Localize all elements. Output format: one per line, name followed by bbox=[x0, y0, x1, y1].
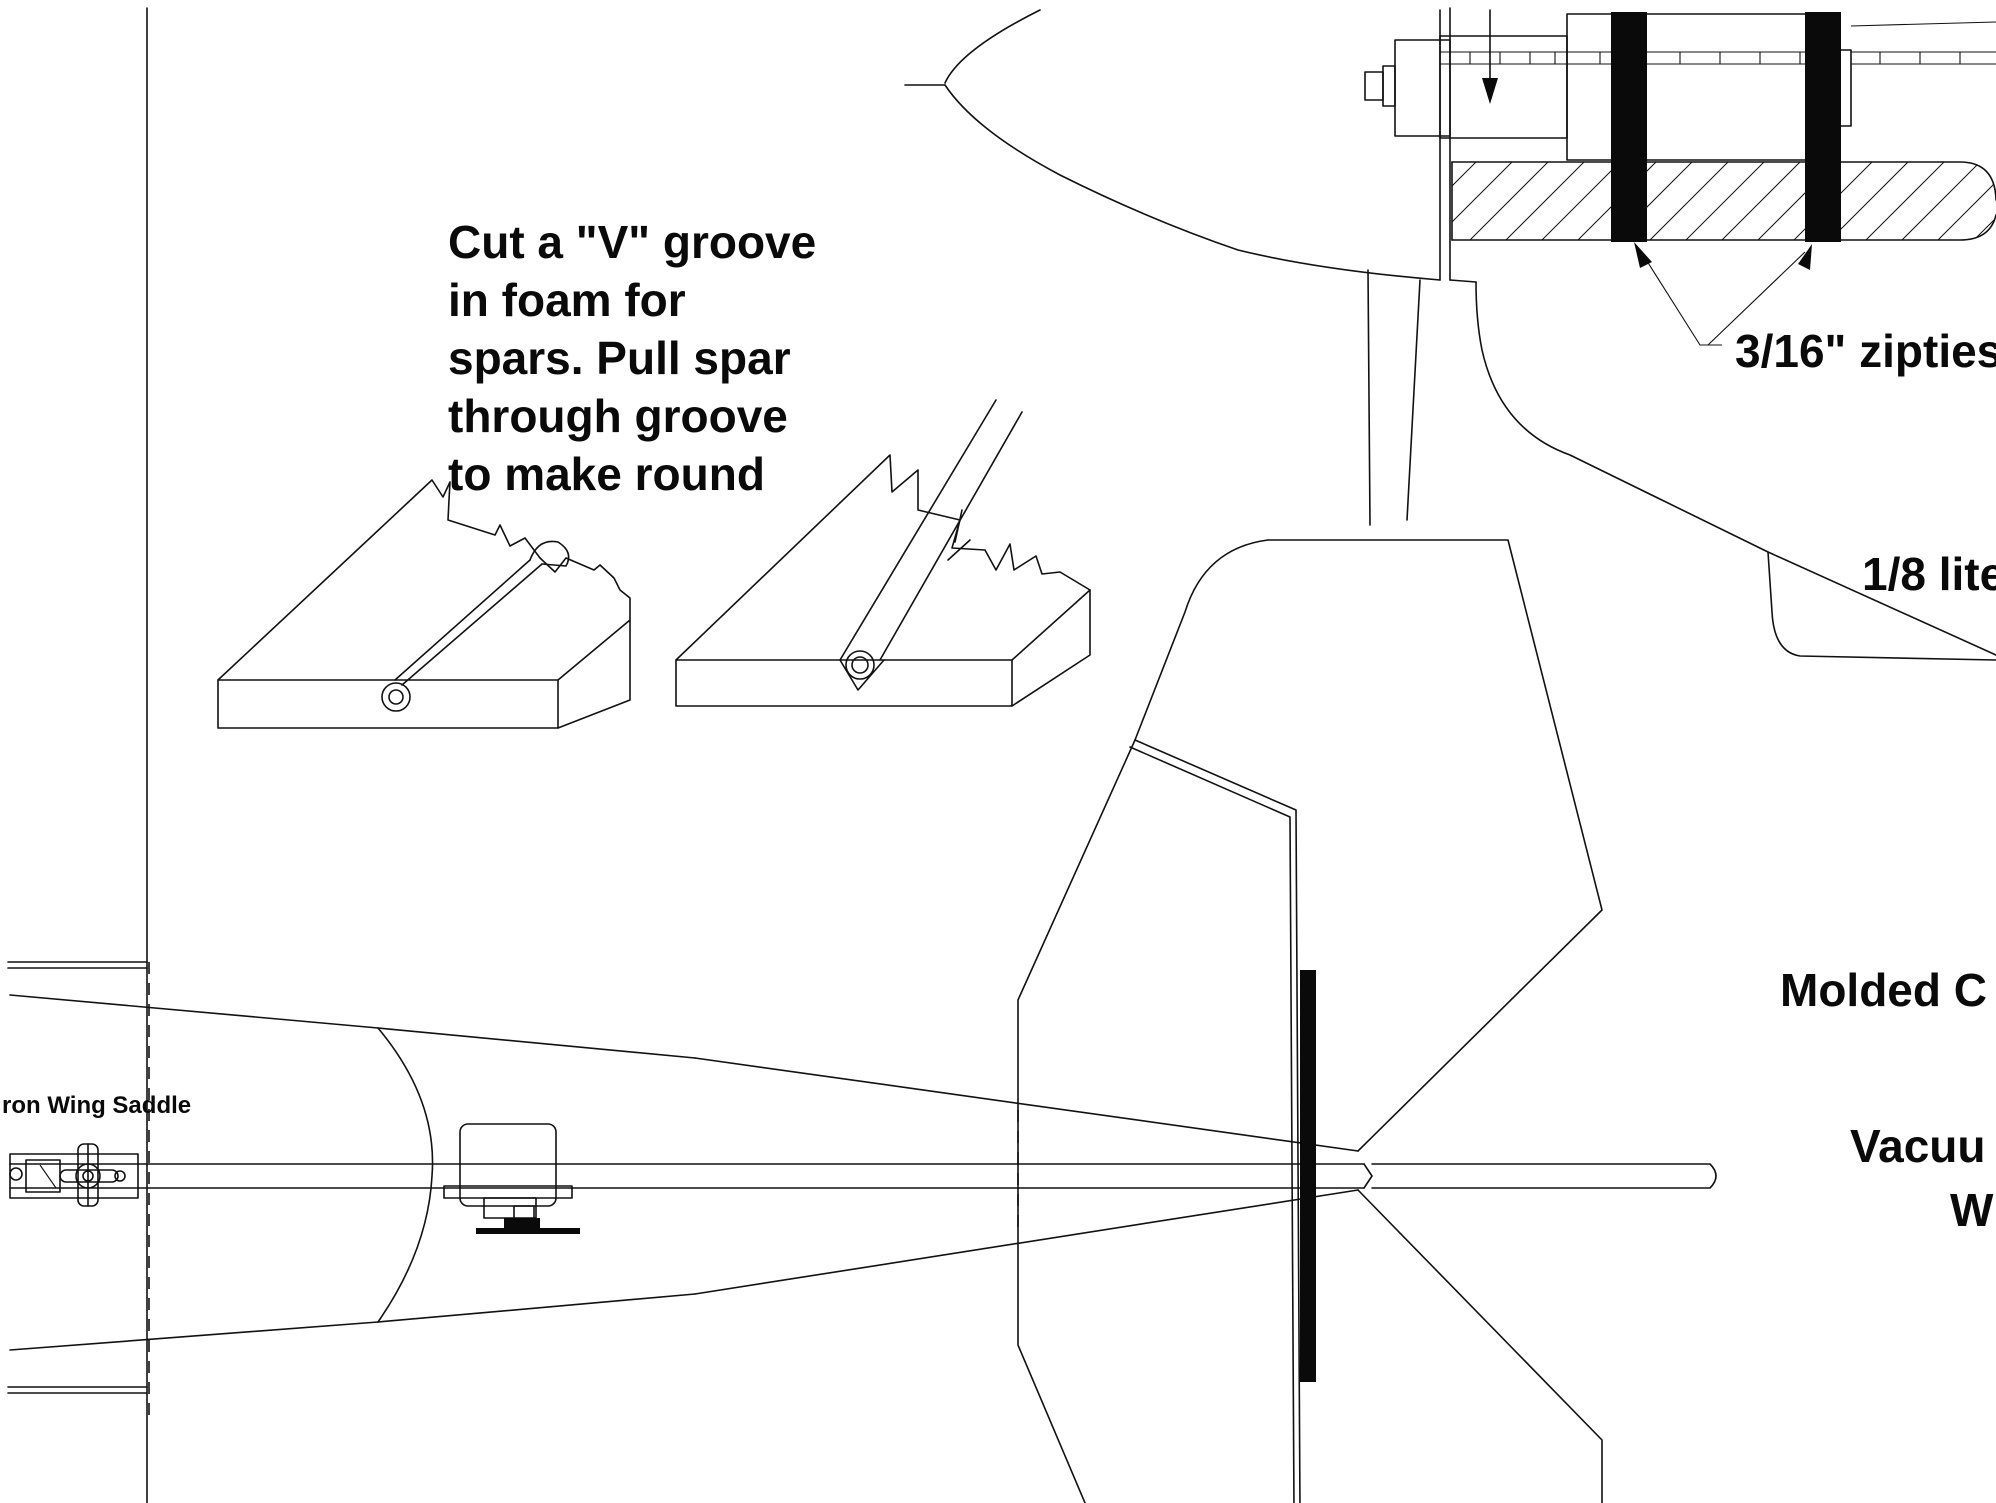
servo bbox=[443, 1123, 580, 1234]
molded-label: Molded C bbox=[1780, 964, 1987, 1016]
ziptie-leader-arrows bbox=[1634, 242, 1812, 346]
groove-instruction-note: Cut a "V" groove in foam for spars. Pull… bbox=[448, 216, 816, 500]
fuselage-nose bbox=[904, 9, 1441, 281]
vacuum-label-line-2: W bbox=[1950, 1184, 1994, 1236]
foam-groove-diagram-2 bbox=[675, 399, 1091, 707]
aileron-servo bbox=[9, 1143, 139, 1207]
ziptie-label: 3/16" zipties bbox=[1735, 325, 1996, 377]
groove-note-line-5: to make round bbox=[448, 448, 765, 500]
ziptie-bar-left bbox=[1611, 12, 1647, 242]
vacuum-label-line-1: Vacuu bbox=[1850, 1120, 1986, 1172]
wing-saddle-stub bbox=[7, 961, 150, 1420]
lite-ply-label: 1/8 lite bbox=[1862, 548, 1996, 600]
motor bbox=[1364, 9, 1996, 161]
wing-saddle-label: ron Wing Saddle bbox=[2, 1092, 191, 1119]
foam-groove-diagram-1 bbox=[217, 479, 631, 729]
stabilizer-outline bbox=[9, 994, 1359, 1351]
groove-note-line-4: through groove bbox=[448, 390, 788, 442]
ziptie-bar-right bbox=[1805, 12, 1841, 242]
groove-note-line-2: in foam for bbox=[448, 274, 686, 326]
groove-note-line-3: spars. Pull spar bbox=[448, 332, 791, 384]
rudder-spar-bar bbox=[1300, 970, 1316, 1382]
tail-boom bbox=[9, 1163, 1717, 1189]
groove-note-line-1: Cut a "V" groove bbox=[448, 216, 816, 268]
vertical-fin-outline bbox=[1017, 539, 1603, 1503]
motor-mount-block bbox=[1451, 161, 1996, 241]
